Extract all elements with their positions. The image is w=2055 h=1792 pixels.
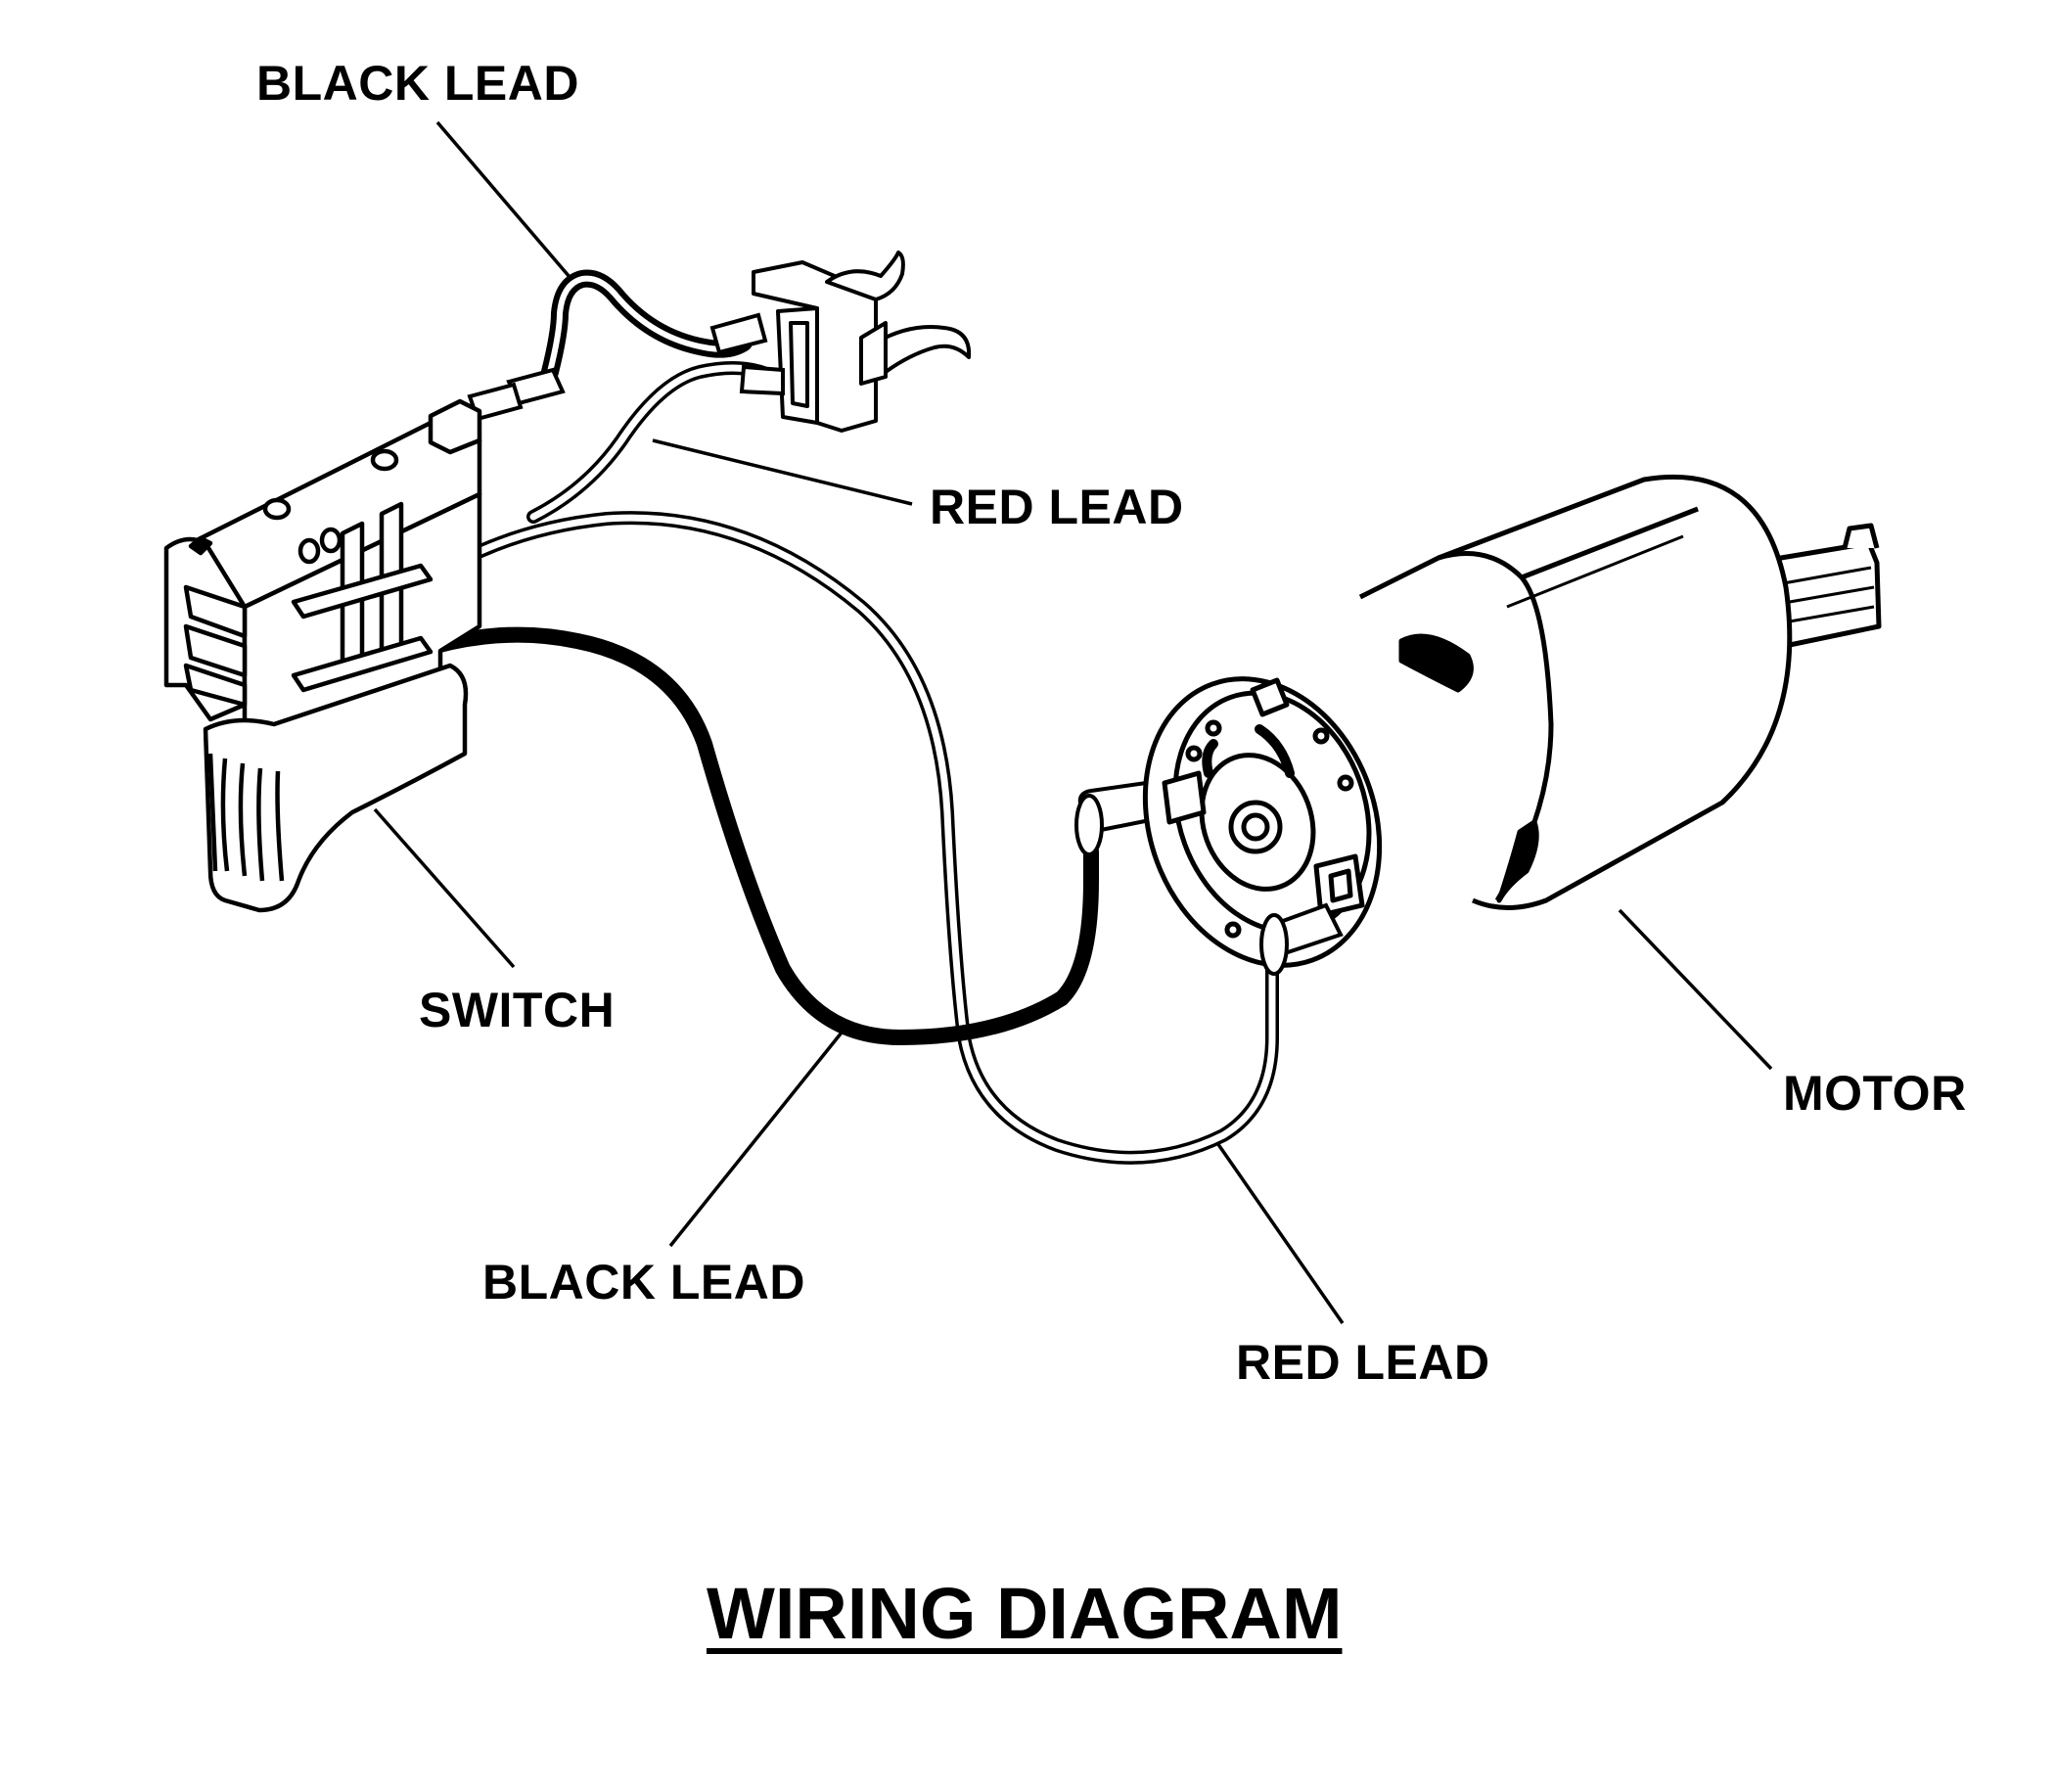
switch-body [163,398,482,776]
switch-trigger [203,663,469,913]
motor [1142,474,1882,968]
label-red-lead-top: RED LEAD [930,480,1184,534]
leader-black-lead-bottom [668,1031,844,1248]
leader-red-lead-bottom [1213,1139,1345,1324]
label-black-lead-top: BLACK LEAD [256,56,579,111]
leader-lines [373,120,1773,1324]
label-black-lead-bottom: BLACK LEAD [482,1255,805,1310]
leader-black-lead-top [435,120,577,286]
top-red-lead-wire [526,361,780,524]
diagram-title: WIRING DIAGRAM [707,1573,1343,1654]
top-black-lead-wire [541,269,753,381]
battery-terminal-block [752,251,972,433]
leader-red-lead-top [652,438,913,506]
bottom-red-lead-lug [1259,902,1344,976]
leader-switch [373,807,516,969]
top-red-lead-connector [739,364,785,396]
label-motor: MOTOR [1783,1066,1967,1121]
long-red-lead-wire [424,511,1280,1165]
label-switch: SWITCH [419,983,616,1037]
bottom-black-lead-wire [428,626,1099,1046]
label-red-lead-bottom: RED LEAD [1236,1335,1490,1390]
leader-motor [1618,908,1773,1071]
